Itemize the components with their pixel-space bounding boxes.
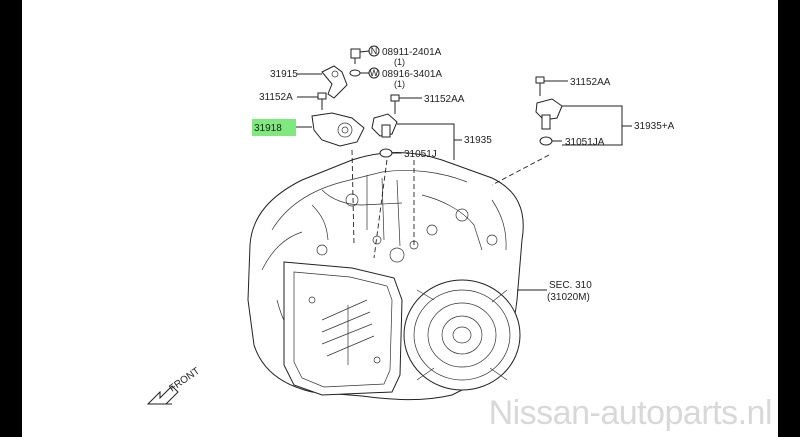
label-31051J: 31051J <box>404 149 437 160</box>
label-31020M: (31020M) <box>547 292 590 303</box>
diagram-canvas: N 08911-2401A (1) W 08916-3401A (1) 3191… <box>22 0 778 437</box>
bracket-31915: 31915 <box>270 65 348 99</box>
label-31918[interactable]: 31918 <box>254 123 282 134</box>
highlight-31918 <box>252 119 296 136</box>
bolt-31152AA-right: 31152AA <box>535 76 611 96</box>
n-marker: N <box>371 46 378 56</box>
label-front: FRONT <box>167 366 202 395</box>
label-08911: 08911-2401A <box>382 47 442 58</box>
label-31152A: 31152A <box>259 92 293 103</box>
label-sec-310: SEC. 310 <box>549 280 592 291</box>
label-08916: 08916-3401A <box>382 69 442 80</box>
front-indicator: FRONT <box>146 366 202 405</box>
oil-pan <box>283 261 403 396</box>
leader-31935 <box>373 151 389 259</box>
label-31051JA: 31051JA <box>565 137 605 148</box>
bolt-31152AA-mid: 31152AA <box>390 94 465 114</box>
w-marker: W <box>370 68 379 78</box>
bolt-08911: N 08911-2401A (1) <box>350 45 442 67</box>
label-31915: 31915 <box>270 69 298 80</box>
watermark: Nissan-autoparts.nl <box>488 394 773 432</box>
leader-31935A <box>491 154 550 186</box>
bell-housing <box>403 279 521 391</box>
label-31935: 31935 <box>464 135 492 146</box>
transmission-diagram: N 08911-2401A (1) W 08916-3401A (1) 3191… <box>146 45 675 405</box>
sensor-31935: 31935 <box>371 113 492 160</box>
washer-08916: W 08916-3401A (1) <box>349 67 442 89</box>
label-08916-qty: (1) <box>394 79 405 89</box>
oring-31051JA: 31051JA <box>539 136 605 148</box>
sensor-31935A: 31935+A <box>535 98 675 146</box>
label-31935A: 31935+A <box>634 121 675 132</box>
sensor-31918: 31918 <box>252 112 365 147</box>
oring-31051J: 31051J <box>379 148 437 160</box>
label-08911-qty: (1) <box>394 57 405 67</box>
sec-310-ref: SEC. 310 (31020M) <box>517 280 592 303</box>
label-31152AA-mid: 31152AA <box>424 94 465 105</box>
bolt-31152A: 31152A <box>259 92 327 110</box>
front-arrow-icon <box>146 385 179 405</box>
label-31152AA-right: 31152AA <box>570 77 611 88</box>
